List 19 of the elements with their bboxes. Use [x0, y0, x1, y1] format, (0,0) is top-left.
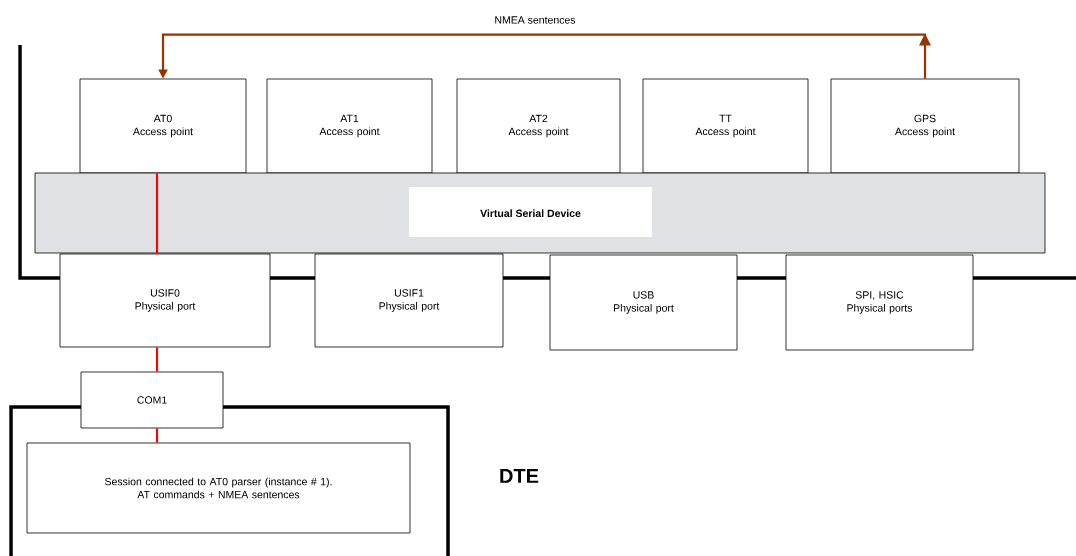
dte-label: DTE: [500, 469, 539, 483]
connector-line: [155, 213, 159, 254]
connector-line: [158, 33, 931, 79]
process-box: TT Access point: [642, 78, 809, 174]
process-box: SPI, HSIC Physical ports: [785, 254, 974, 351]
process-box: AT1 Access point: [266, 78, 433, 174]
process-box: COM1: [80, 371, 224, 429]
device-band: Virtual Serial Device: [34, 172, 1046, 254]
process-box: USIF0 Physical port: [59, 253, 271, 348]
process-box: AT0 Access point: [79, 78, 247, 174]
edge-label: NMEA sentences: [493, 15, 577, 25]
process-box: USB Physical port: [549, 254, 738, 351]
process-box: AT2 Access point: [456, 78, 621, 174]
process-box: USIF1 Physical port: [314, 253, 504, 348]
process-box: GPS Access point: [830, 78, 1020, 174]
process-box: Session connected to AT0 parser (instance # 1). AT commands + NMEA sentences: [26, 442, 411, 534]
connector-line: [155, 428, 159, 443]
connector-line: [155, 173, 159, 213]
connector-line: [155, 347, 159, 372]
